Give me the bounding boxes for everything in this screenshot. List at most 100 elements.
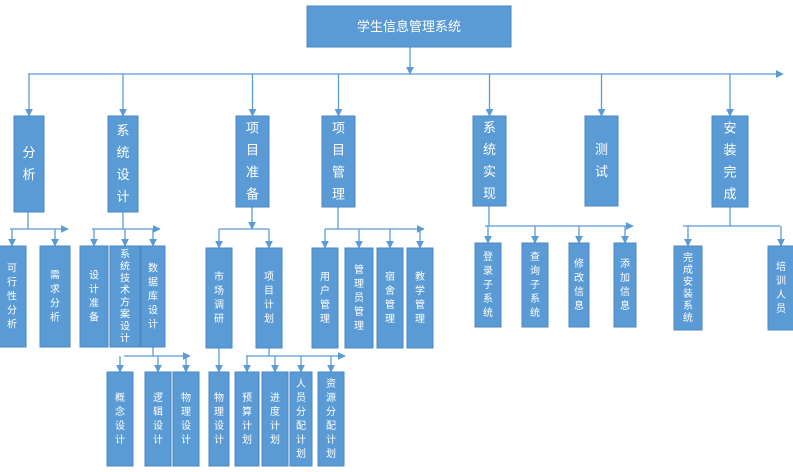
project-mgmt-child-2-box	[376, 247, 404, 349]
project-mgmt-child-1-box	[344, 247, 374, 349]
phase-project-prep: 项目准备	[235, 115, 270, 208]
database-design-child-1-label: 逻辑设计	[153, 392, 163, 446]
analysis-child-0-label: 可行性分析	[7, 264, 17, 331]
install-child-0: 完成安装系统	[673, 245, 703, 331]
project-plan-child-2: 人员分配计划	[289, 371, 313, 467]
implementation-child-2-box	[568, 242, 590, 328]
project-mgmt-child-1: 管理员管理	[344, 247, 374, 349]
implementation-child-3: 添加信息	[613, 242, 637, 328]
implementation-child-3-box	[613, 242, 637, 328]
implementation-child-0-box	[474, 242, 502, 328]
phase-install-box	[711, 115, 749, 208]
root-node-label: 学生信息管理系统	[357, 19, 461, 35]
phase-project-management-label: 项目管理	[332, 121, 345, 202]
system-design-child-1-box	[109, 245, 141, 348]
phase-implementation-box	[472, 115, 507, 207]
system-design-child-0-box	[79, 245, 109, 348]
database-design-child-2: 物理设计	[172, 371, 200, 467]
system-design-child-1-label: 系统技术方案设计	[120, 249, 130, 345]
project-plan-child-3-box	[317, 371, 345, 467]
analysis-child-0-box	[0, 245, 27, 348]
market-research-child-0: 物理设计	[208, 371, 230, 467]
project-mgmt-child-3-label: 教学管理	[415, 270, 425, 325]
project-plan-child-0: 预算计划	[234, 371, 260, 467]
project-mgmt-child-0: 用户管理	[311, 247, 339, 349]
phase-project-prep-box	[235, 115, 270, 208]
implementation-child-1-box	[521, 242, 549, 328]
connector-lines	[8, 47, 785, 373]
project-plan-child-1: 进度计划	[261, 371, 289, 467]
database-design-child-0-label: 概念设计	[115, 391, 125, 446]
project-prep-child-0-box	[205, 247, 233, 349]
project-plan-child-1-label: 进度计划	[270, 392, 280, 446]
implementation-child-1: 查询子系统	[521, 242, 549, 328]
phase-project-management-box	[321, 115, 356, 208]
phase-implementation: 系统实现	[472, 115, 507, 207]
analysis-child-0: 可行性分析	[0, 245, 27, 348]
phase-system-design-box	[107, 115, 139, 213]
implementation-child-0: 登录子系统	[474, 242, 502, 328]
project-plan-child-3-label: 资源分配计划	[326, 378, 336, 460]
phase-analysis-box	[13, 115, 45, 213]
system-design-child-2-box	[140, 245, 166, 348]
root-node-box	[306, 5, 512, 48]
implementation-child-2-label: 修改信息	[574, 257, 584, 312]
database-design-child-1: 逻辑设计	[144, 371, 172, 467]
system-design-child-2: 数据库设计	[140, 245, 166, 348]
phase-testing: 测试	[584, 115, 619, 207]
analysis-child-1: 需求分析	[39, 245, 71, 348]
market-research-child-0-label: 物理设计	[214, 391, 224, 446]
phase-install-label: 安装完成	[723, 121, 736, 202]
phase-install: 安装完成	[711, 115, 749, 208]
project-prep-child-0-label: 市场调研	[214, 270, 224, 325]
install-child-1: 培训人员	[767, 245, 793, 331]
install-child-0-label: 完成安装系统	[683, 251, 693, 324]
phase-testing-label: 测试	[595, 143, 608, 180]
project-plan-child-3: 资源分配计划	[317, 371, 345, 467]
project-mgmt-child-0-box	[311, 247, 339, 349]
system-design-child-2-label: 数据库设计	[148, 262, 158, 331]
phase-system-design: 系统设计	[107, 115, 139, 213]
system-design-child-0-label: 设计准备	[89, 270, 99, 324]
project-mgmt-child-2-label: 宿舍管理	[385, 270, 395, 325]
implementation-child-3-label: 添加信息	[620, 257, 630, 312]
phase-analysis: 分析	[13, 115, 45, 213]
phase-system-design-label: 系统设计	[116, 124, 129, 205]
project-plan-child-2-label: 人员分配计划	[296, 378, 306, 460]
project-mgmt-child-2: 宿舍管理	[376, 247, 404, 349]
root-node: 学生信息管理系统	[306, 5, 512, 48]
project-plan-child-1-box	[261, 371, 289, 467]
implementation-child-2: 修改信息	[568, 242, 590, 328]
project-prep-child-1: 项目计划	[255, 247, 283, 349]
analysis-child-1-box	[39, 245, 71, 348]
phase-testing-box	[584, 115, 619, 207]
implementation-child-1-label: 查询子系统	[530, 250, 540, 319]
implementation-child-0-label: 登录子系统	[483, 250, 493, 319]
database-design-child-0: 概念设计	[106, 371, 134, 467]
phase-implementation-label: 系统实现	[483, 121, 496, 202]
project-prep-child-1-box	[255, 247, 283, 349]
phase-project-prep-label: 项目准备	[246, 121, 259, 202]
install-child-1-box	[767, 245, 793, 331]
phase-analysis-label: 分析	[22, 146, 35, 183]
system-design-child-0: 设计准备	[79, 245, 109, 348]
system-design-child-1: 系统技术方案设计	[109, 245, 141, 348]
database-design-child-1-box	[144, 371, 172, 467]
project-plan-child-0-box	[234, 371, 260, 467]
database-design-child-0-box	[106, 371, 134, 467]
project-mgmt-child-3-box	[406, 247, 434, 349]
project-mgmt-child-1-label: 管理员管理	[354, 263, 364, 332]
project-mgmt-child-0-label: 用户管理	[320, 272, 330, 325]
install-child-0-box	[673, 245, 703, 331]
project-prep-child-1-label: 项目计划	[264, 271, 274, 325]
market-research-child-0-box	[208, 371, 230, 467]
phase-project-management: 项目管理	[321, 115, 356, 208]
project-plan-child-2-box	[289, 371, 313, 467]
database-design-child-2-box	[172, 371, 200, 467]
project-plan-child-0-label: 预算计划	[242, 392, 252, 446]
database-design-child-2-label: 物理设计	[181, 391, 191, 446]
project-prep-child-0: 市场调研	[205, 247, 233, 349]
project-mgmt-child-3: 教学管理	[406, 247, 434, 349]
